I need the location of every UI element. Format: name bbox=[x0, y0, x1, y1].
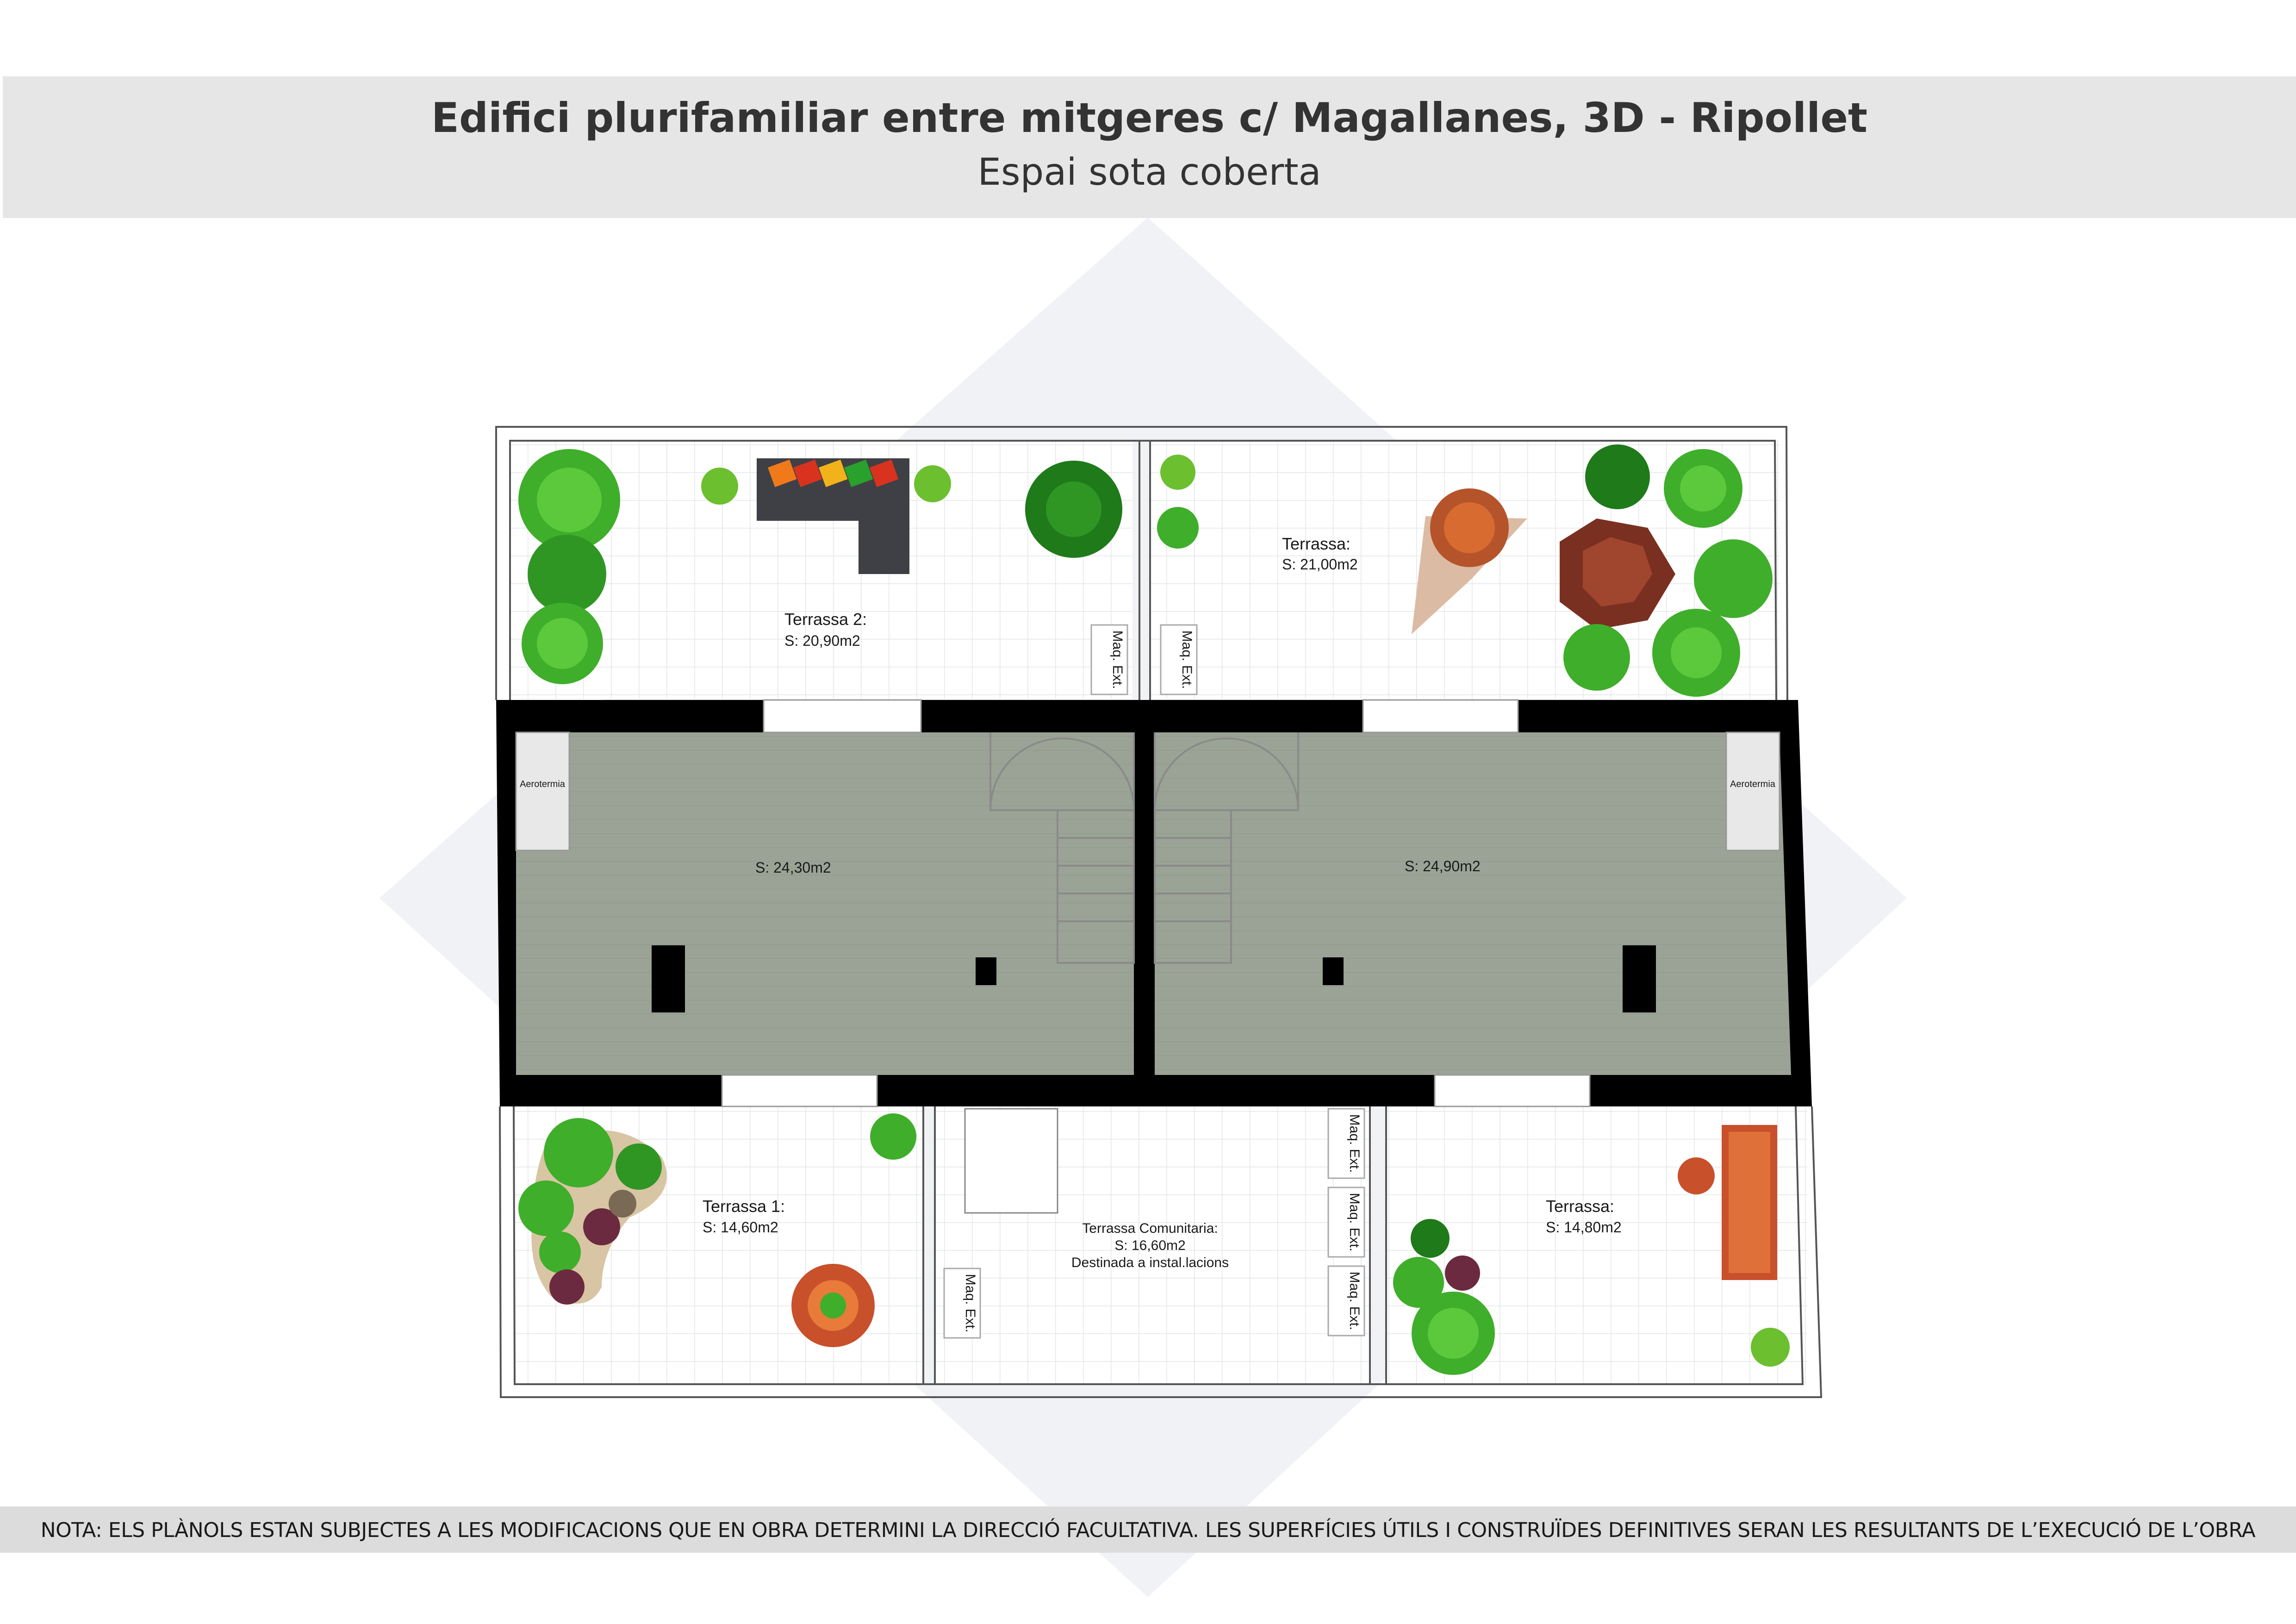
bench bbox=[1678, 1125, 1777, 1280]
room-label-interior-right: S: 24,90m2 bbox=[1405, 858, 1481, 874]
footer-note-bar: NOTA: ELS PLÀNOLS ESTAN SUBJECTES A LES … bbox=[0, 1506, 2296, 1553]
external-unit: Maq. Ext. bbox=[1327, 1265, 1365, 1337]
room-label-terrassa-top-right: Terrassa: S: 21,00m2 bbox=[1282, 534, 1358, 573]
aerotermia-unit-right: Aerotermia bbox=[1725, 731, 1780, 851]
room-label-terrassa-2: Terrassa 2: S: 20,90m2 bbox=[784, 610, 867, 649]
svg-text:S: 20,90m2: S: 20,90m2 bbox=[784, 632, 860, 649]
external-unit: Maq. Ext. bbox=[1327, 1108, 1365, 1179]
stair-hatch bbox=[964, 1108, 1058, 1214]
round-table-left bbox=[791, 1264, 875, 1347]
svg-text:S: 14,60m2: S: 14,60m2 bbox=[703, 1219, 778, 1236]
room-label-terrassa-1: Terrassa 1: S: 14,60m2 bbox=[703, 1197, 785, 1236]
structural-pillars bbox=[652, 945, 1656, 1012]
external-unit: Maq. Ext. bbox=[1160, 624, 1198, 695]
svg-text:S: 14,80m2: S: 14,80m2 bbox=[1546, 1219, 1622, 1236]
page-title: Edifici plurifamiliar entre mitgeres c/ … bbox=[431, 94, 1868, 142]
plants bbox=[518, 444, 1790, 1375]
svg-text:Maq. Ext.: Maq. Ext. bbox=[963, 1274, 978, 1333]
staircase-left bbox=[989, 732, 1135, 964]
disclaimer-note: NOTA: ELS PLÀNOLS ESTAN SUBJECTES A LES … bbox=[40, 1518, 2256, 1542]
shade-sail bbox=[1412, 488, 1527, 634]
interior-floor-right bbox=[1155, 732, 1791, 1075]
external-unit: Maq. Ext. bbox=[1327, 1187, 1365, 1258]
svg-text:Terrassa 1:: Terrassa 1: bbox=[703, 1197, 785, 1216]
svg-text:Terrassa 2:: Terrassa 2: bbox=[784, 610, 867, 629]
gazebo bbox=[1560, 518, 1675, 630]
staircase-right bbox=[1154, 732, 1299, 964]
plot-outline bbox=[495, 426, 1823, 1398]
room-label-terrassa-bottom-right: Terrassa: S: 14,80m2 bbox=[1546, 1197, 1622, 1236]
svg-text:Terrassa:: Terrassa: bbox=[1546, 1197, 1614, 1216]
svg-text:S: 16,60m2: S: 16,60m2 bbox=[1114, 1238, 1185, 1253]
header-bar: Edifici plurifamiliar entre mitgeres c/ … bbox=[3, 76, 2296, 218]
svg-text:Terrassa:: Terrassa: bbox=[1282, 534, 1350, 553]
svg-text:S: 21,00m2: S: 21,00m2 bbox=[1282, 556, 1358, 573]
aerotermia-unit-left: Aerotermia bbox=[515, 731, 570, 851]
corner-sofa bbox=[757, 458, 909, 574]
svg-text:Maq. Ext.: Maq. Ext. bbox=[1347, 1114, 1362, 1173]
page-subtitle: Espai sota coberta bbox=[977, 150, 1321, 194]
interior-floor-left bbox=[516, 732, 1134, 1075]
room-label-terrassa-comunitaria: Terrassa Comunitaria: S: 16,60m2 Destina… bbox=[1071, 1221, 1229, 1270]
svg-text:Aerotermia: Aerotermia bbox=[1730, 779, 1776, 789]
external-unit: Maq. Ext. bbox=[1090, 624, 1128, 695]
svg-text:Terrassa Comunitaria:: Terrassa Comunitaria: bbox=[1082, 1221, 1218, 1236]
svg-text:Maq. Ext.: Maq. Ext. bbox=[1110, 631, 1125, 689]
external-unit: Maq. Ext. bbox=[943, 1268, 981, 1339]
svg-text:S: 24,30m2: S: 24,30m2 bbox=[755, 859, 831, 876]
svg-text:Maq. Ext.: Maq. Ext. bbox=[1179, 631, 1195, 689]
room-label-interior-left: S: 24,30m2 bbox=[755, 859, 831, 876]
svg-text:Maq. Ext.: Maq. Ext. bbox=[1347, 1193, 1362, 1252]
windows bbox=[721, 699, 1591, 1107]
svg-text:Aerotermia: Aerotermia bbox=[520, 779, 566, 789]
svg-text:S: 24,90m2: S: 24,90m2 bbox=[1405, 858, 1481, 874]
svg-text:Maq. Ext.: Maq. Ext. bbox=[1347, 1272, 1362, 1330]
svg-text:Destinada a instal.lacions: Destinada a instal.lacions bbox=[1071, 1255, 1229, 1270]
